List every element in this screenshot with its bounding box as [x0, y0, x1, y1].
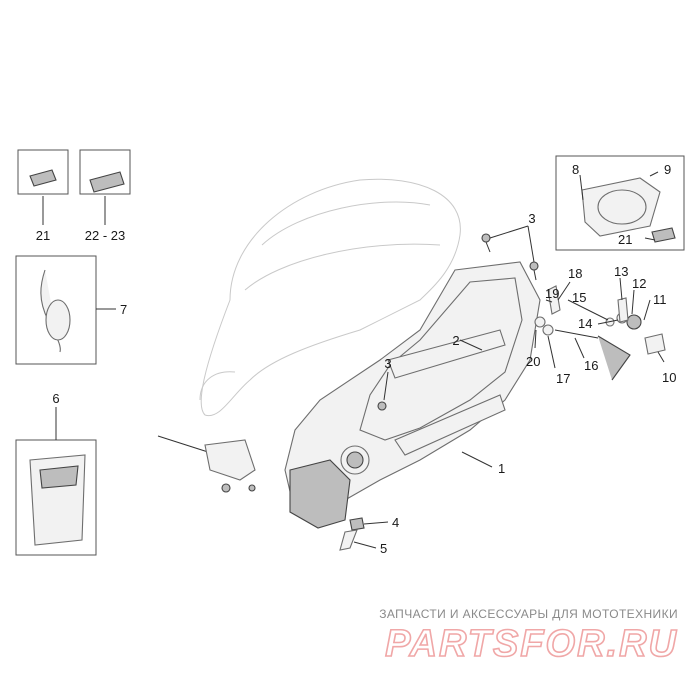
lock-assembly [534, 285, 666, 381]
callout-20: 20 [526, 354, 540, 369]
inset-box-6 [15, 439, 97, 556]
mounting-bracket [157, 435, 256, 493]
callout-10: 10 [662, 370, 676, 385]
callout-5: 5 [380, 541, 387, 556]
callout-2: 2 [452, 333, 459, 348]
screw-3-inside [377, 401, 387, 411]
storage-compartment-body [284, 261, 541, 529]
callout-3-inside: 3 [384, 356, 391, 371]
leader-lines [42, 171, 665, 549]
callout-14: 14 [578, 316, 592, 331]
callout-labels: 21 22 - 23 7 6 3 3 2 1 4 5 8 9 21 19 18 … [36, 162, 677, 556]
inset-box-7 [15, 255, 97, 365]
inset-box-22-23 [79, 149, 131, 195]
watermark: ЗАПЧАСТИ И АКСЕССУАРЫ ДЛЯ МОТОТЕХНИКИ PA… [379, 607, 678, 666]
nut-4 [349, 517, 365, 531]
inset-box-8-9-21 [555, 155, 685, 251]
inset-box-21 [17, 149, 69, 195]
callout-3-top: 3 [528, 211, 535, 226]
callout-17: 17 [556, 371, 570, 386]
seat-outline [199, 178, 461, 417]
callout-21: 21 [36, 228, 50, 243]
callout-7: 7 [120, 302, 127, 317]
callout-6: 6 [52, 391, 59, 406]
callout-12: 12 [632, 276, 646, 291]
tube-5 [339, 529, 358, 551]
callout-15: 15 [572, 290, 586, 305]
callout-1: 1 [498, 461, 505, 476]
callout-13: 13 [614, 264, 628, 279]
callout-16: 16 [584, 358, 598, 373]
storage-liner [387, 329, 506, 379]
callout-9: 9 [664, 162, 671, 177]
callout-22-23: 22 - 23 [85, 228, 125, 243]
callout-11: 11 [653, 292, 667, 307]
callout-21-inset: 21 [618, 232, 632, 247]
callout-8: 8 [572, 162, 579, 177]
watermark-logo: PARTSFOR.RU [385, 623, 678, 665]
callout-4: 4 [392, 515, 399, 530]
callout-19: 19 [545, 286, 559, 301]
callout-18: 18 [568, 266, 582, 281]
watermark-tagline: ЗАПЧАСТИ И АКСЕССУАРЫ ДЛЯ МОТОТЕХНИКИ [379, 607, 678, 621]
